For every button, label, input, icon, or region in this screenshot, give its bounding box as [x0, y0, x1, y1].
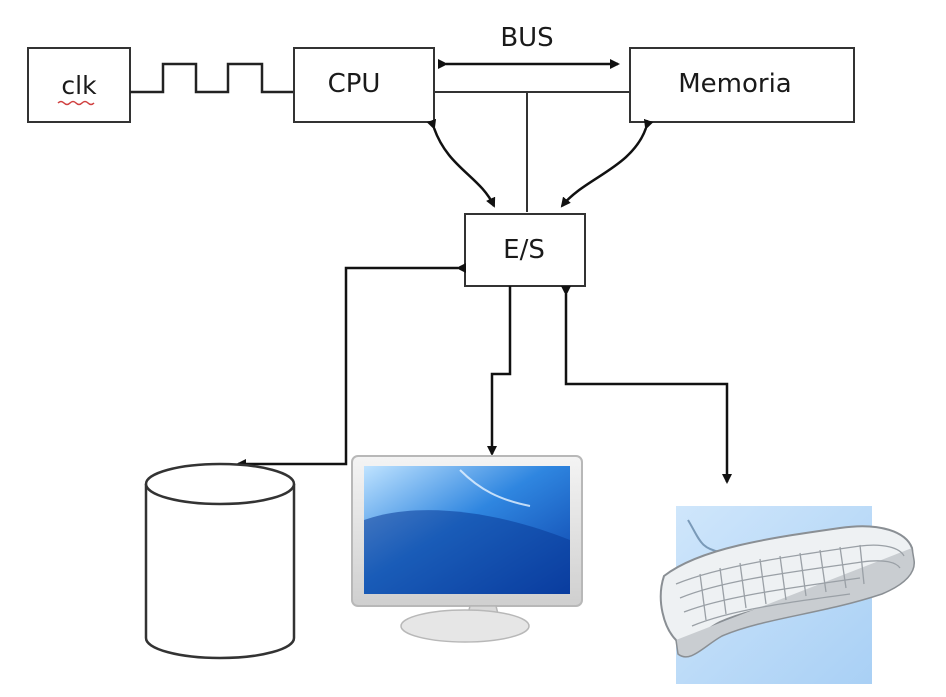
memory-block: Memoria	[629, 47, 855, 123]
memory-io-curved-arrow	[560, 118, 654, 208]
io-label: E/S	[503, 235, 545, 265]
disk-cylinder-icon	[144, 462, 296, 660]
cpu-label: CPU	[328, 69, 381, 99]
clock-waveform	[130, 62, 294, 94]
monitor-icon	[351, 455, 583, 643]
cpu-block: CPU	[293, 47, 435, 123]
io-monitor-arrow	[487, 286, 512, 456]
io-keyboard-arrow	[561, 286, 732, 484]
cpu-io-curved-arrow	[426, 118, 496, 208]
io-block: E/S	[464, 213, 586, 287]
keyboard-icon	[659, 506, 915, 684]
bus-label: BUS	[500, 23, 553, 53]
io-disk-arrow	[236, 263, 466, 469]
memory-label: Memoria	[678, 69, 792, 99]
clk-block: clk	[27, 47, 131, 123]
clk-label: clk	[61, 71, 97, 100]
clk-underline	[57, 100, 95, 106]
